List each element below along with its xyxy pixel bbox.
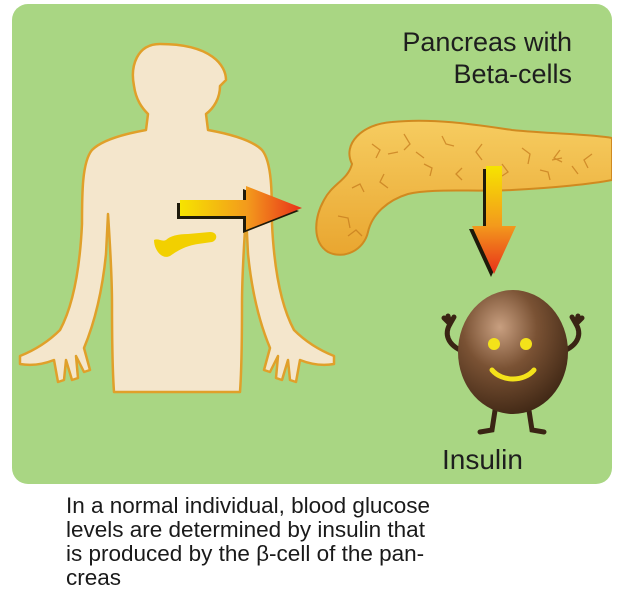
pancreas-illustration — [316, 121, 612, 255]
caption: In a normal individual, blood glucose le… — [66, 494, 626, 590]
diagram-panel: Pancreas with Beta-cells Insulin — [12, 4, 612, 484]
caption-line: levels are determined by insulin that — [66, 518, 626, 542]
caption-line: In a normal individual, blood glucose — [66, 494, 626, 518]
title-line: Pancreas with — [272, 26, 572, 58]
pancreas-title: Pancreas with Beta-cells — [272, 26, 572, 90]
caption-line: creas — [66, 566, 626, 590]
title-line: Beta-cells — [272, 58, 572, 90]
insulin-character — [444, 290, 582, 432]
insulin-label: Insulin — [442, 444, 523, 476]
caption-line: is produced by the β-cell of the pan- — [66, 542, 626, 566]
